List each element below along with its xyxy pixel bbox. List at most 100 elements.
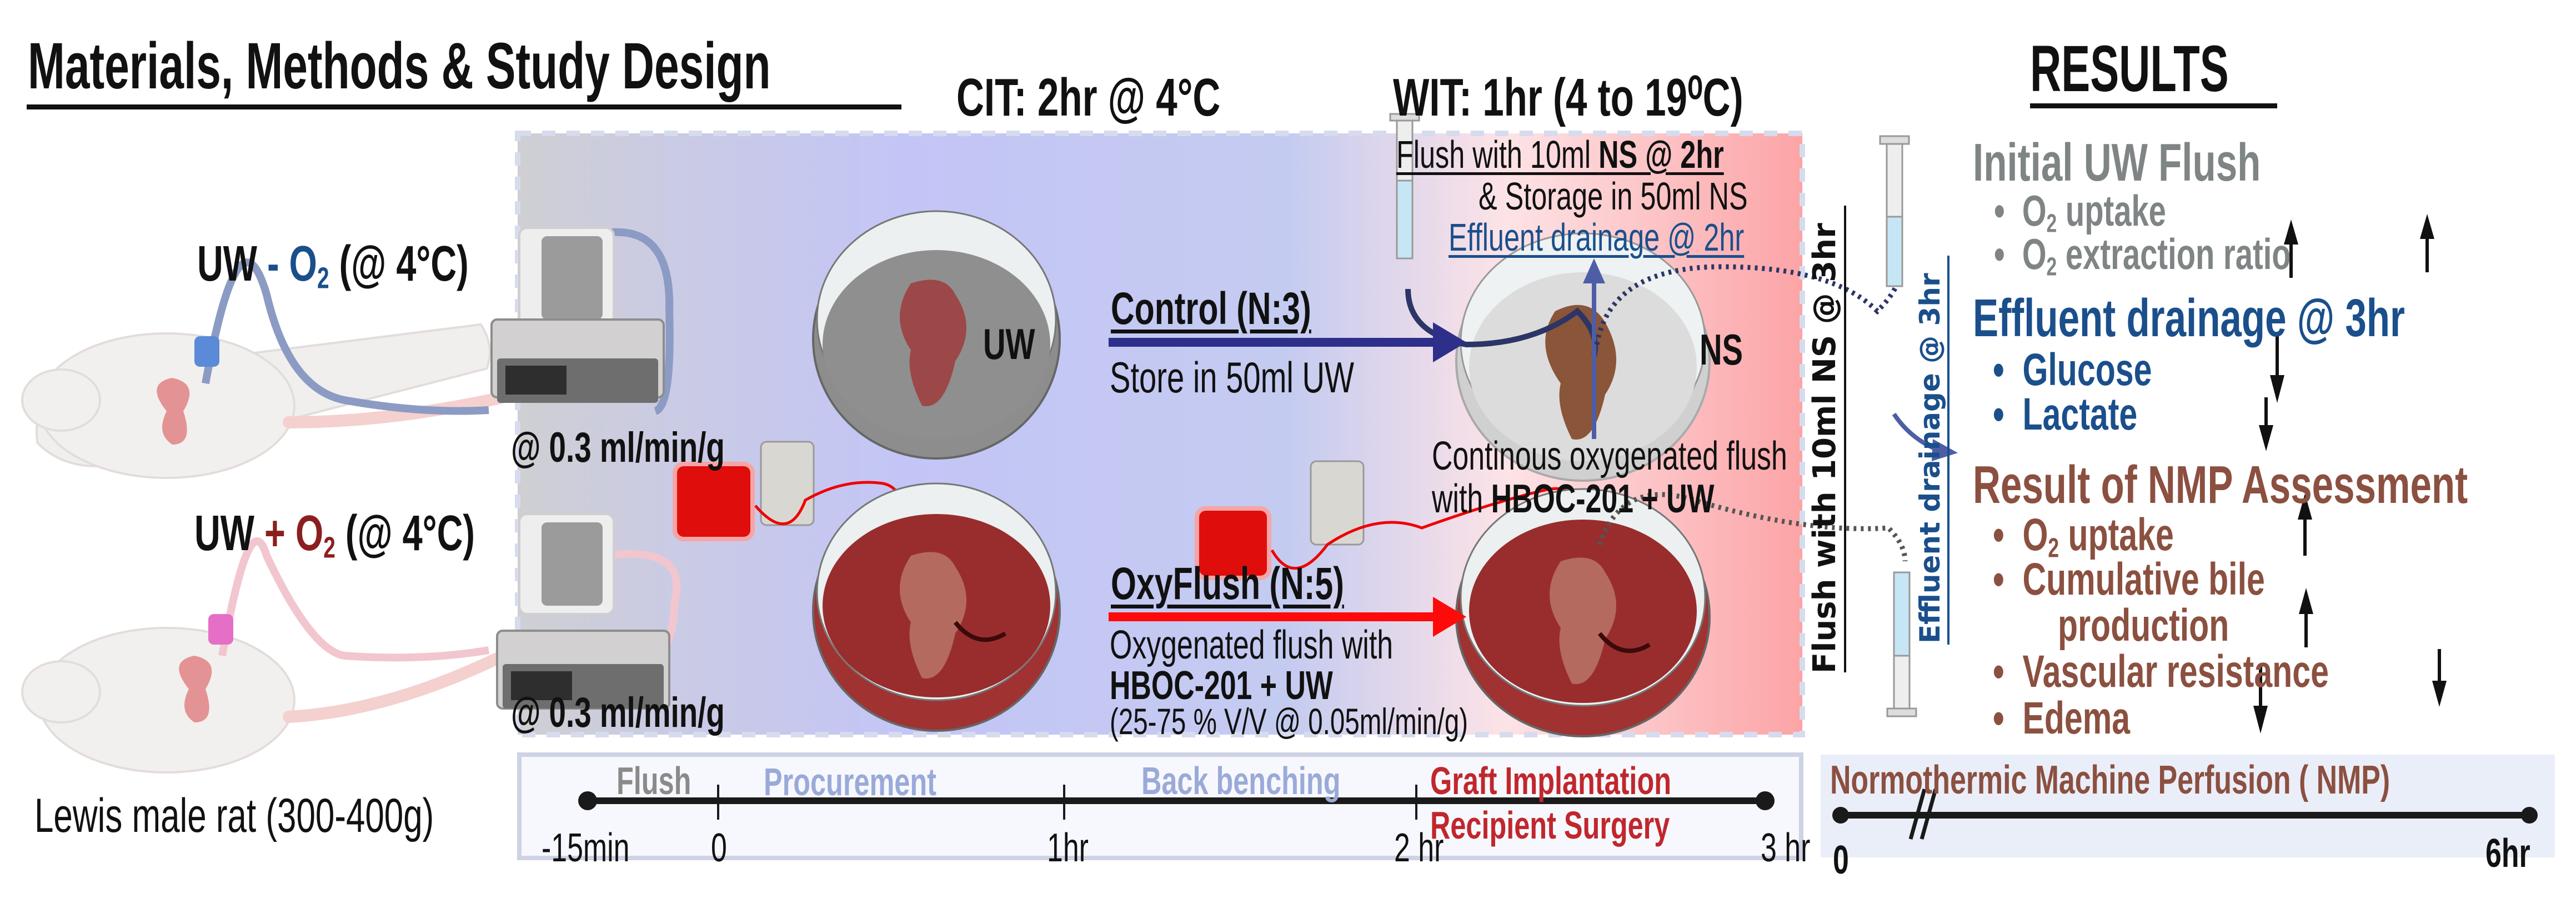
dish-control-ns (1455, 232, 1711, 482)
oxyflush-desc-3: (25-75 % V/V @ 0.05ml/min/g) (1110, 701, 1469, 742)
axis-break-icon (1908, 789, 1938, 840)
initial-flush-title: Initial UW Flush (1973, 133, 2261, 192)
plus-sign: + (264, 506, 285, 561)
uw-minus-o2-label: UW - O2 (@ 4°C) (197, 239, 469, 293)
ns-flush-tube (1405, 288, 1598, 357)
wit-label: WIT: 1hr (4 to 19⁰C) (1393, 68, 1743, 127)
arrow-down-icon (2259, 397, 2273, 451)
syringe-icon-1 (1389, 113, 1420, 260)
oxyflush-desc-2: HBOC-201 + UW (1110, 663, 1333, 708)
peristaltic-pump-2 (1310, 460, 1365, 546)
page-title: Materials, Methods & Study Design (28, 29, 771, 103)
arrow-up-icon (2284, 219, 2298, 278)
result-item-cont: production (2058, 600, 2229, 651)
nmp-start-label: 0 (1833, 838, 1849, 882)
dotted-drain-line-1 (1594, 264, 1902, 345)
phase-back-benching: Back benching (1141, 759, 1341, 802)
storage-ns: & Storage in 50ml NS (1479, 174, 1748, 218)
tick-label: 0 (711, 826, 727, 870)
syringe-icon-2 (1879, 135, 1910, 287)
result-item: • O2 uptake (1994, 186, 2166, 238)
hboc-bag-2 (1195, 506, 1271, 580)
uw-plus-o2-label: UW + O2 (@ 4°C) (194, 508, 475, 563)
minus-sign: - (267, 236, 279, 292)
nmp-result-title: Result of NMP Assessment (1973, 455, 2468, 515)
iv-bag-uw-top (518, 227, 615, 329)
oxyflush-group-title: OxyFlush (N:5) (1111, 558, 1344, 609)
dish-control-uw (812, 210, 1061, 460)
catheter-blue-icon (194, 336, 219, 367)
dish-oxyflush-1 (812, 482, 1061, 732)
arrow-down-icon (2270, 336, 2284, 403)
dish-oxyflush-2 (1455, 488, 1711, 737)
dish-uw-label: UW (983, 320, 1035, 368)
o2-label: O2 (285, 506, 335, 565)
vertical-effluent-3hr: Effluent drainage @ 3hr (1914, 273, 1946, 643)
tick-label: 3 hr (1761, 826, 1811, 870)
oxyflush-desc-1: Oxygenated flush with (1110, 623, 1394, 667)
temperature: (@ 4°C) (329, 236, 469, 292)
tick-label: -15min (542, 826, 630, 870)
effluent-curved-arrowhead (1932, 439, 1958, 461)
flush-ns-2hr: Flush with 10ml NS @ 2hr (1396, 135, 1724, 174)
result-item: • Vascular resistance (1993, 646, 2329, 697)
syringe-pump-bottom (496, 630, 670, 710)
results-title: RESULTS (2030, 32, 2229, 106)
oxyflush-arrow (1109, 612, 1436, 621)
control-group-title: Control (N:3) (1111, 283, 1311, 334)
nmp-start-dot (1832, 807, 1849, 824)
results-underline (2030, 103, 2277, 108)
tick-label: 2 hr (1394, 826, 1444, 870)
timeline-start-dot (578, 791, 597, 810)
flush-bold-text: NS @ 2hr (1598, 133, 1724, 176)
timeline-end-dot (1756, 791, 1775, 810)
rat-illustration-bottom (21, 627, 509, 774)
dish-ns-label: NS (1700, 325, 1743, 374)
effluent-2hr: Effluent drainage @ 2hr (1449, 216, 1745, 259)
peristaltic-pump-1 (760, 441, 815, 526)
flush-text: Flush with 10ml (1396, 133, 1599, 176)
rat-label: Lewis male rat (300-400g) (34, 789, 434, 842)
nmp-end-dot (2521, 807, 2538, 824)
phase-graft-implantation: Graft Implantation (1430, 759, 1672, 802)
effluent-3hr-title: Effluent drainage @ 3hr (1973, 288, 2405, 348)
control-group-desc: Store in 50ml UW (1110, 353, 1355, 402)
vertical-flush-3hr: Flush with 10ml NS @ 3hr (1807, 223, 1843, 673)
arrow-up-icon (2299, 588, 2313, 647)
arrow-up-icon (2420, 214, 2434, 272)
o2-label: O2 (279, 236, 329, 295)
solution-name: UW (197, 236, 267, 292)
control-arrow (1109, 338, 1436, 347)
vertical-effluent-underline (1947, 256, 1949, 645)
dotted-drain-line-2 (1597, 492, 1908, 562)
phase-flush: Flush (617, 759, 691, 802)
title-underline (27, 104, 901, 109)
iv-bag-uw-bottom (518, 513, 615, 615)
timeline-box (517, 752, 1803, 860)
vertical-flush-underline (1844, 206, 1846, 672)
nmp-title: Normothermic Machine Perfusion ( NMP) (1830, 758, 2390, 802)
cit-label: CIT: 2hr @ 4°C (956, 68, 1221, 127)
oxyflush-arrowhead (1433, 597, 1466, 637)
control-arrowhead (1433, 322, 1466, 362)
catheter-pink-icon (208, 614, 233, 645)
temperature: (@ 4°C) (335, 506, 475, 561)
nmp-end-label: 6hr (2485, 831, 2530, 876)
nmp-timeline-box (1821, 755, 2555, 857)
continuous-flush-2: with HBOC-201 + UW (1432, 479, 1714, 519)
uw-minus-o2-tube (202, 228, 674, 415)
tick-label: 1hr (1047, 826, 1089, 870)
hboc-bag-1 (673, 462, 755, 541)
result-item: • Lactate (1993, 389, 2138, 440)
phase-procurement: Procurement (764, 760, 936, 804)
syringe-pump-top (490, 318, 665, 403)
effluent-up-arrowhead (1583, 258, 1605, 283)
continuous-text: with (1432, 477, 1491, 521)
rat-illustration-top (21, 323, 509, 479)
result-item: • Glucose (1993, 345, 2152, 395)
solution-name: UW (194, 506, 264, 561)
continuous-bold: HBOC-201 + UW (1491, 477, 1715, 521)
flow-rate-top: @ 0.3 ml/min/g (511, 424, 725, 471)
flow-rate-bottom: @ 0.3 ml/min/g (511, 689, 725, 736)
